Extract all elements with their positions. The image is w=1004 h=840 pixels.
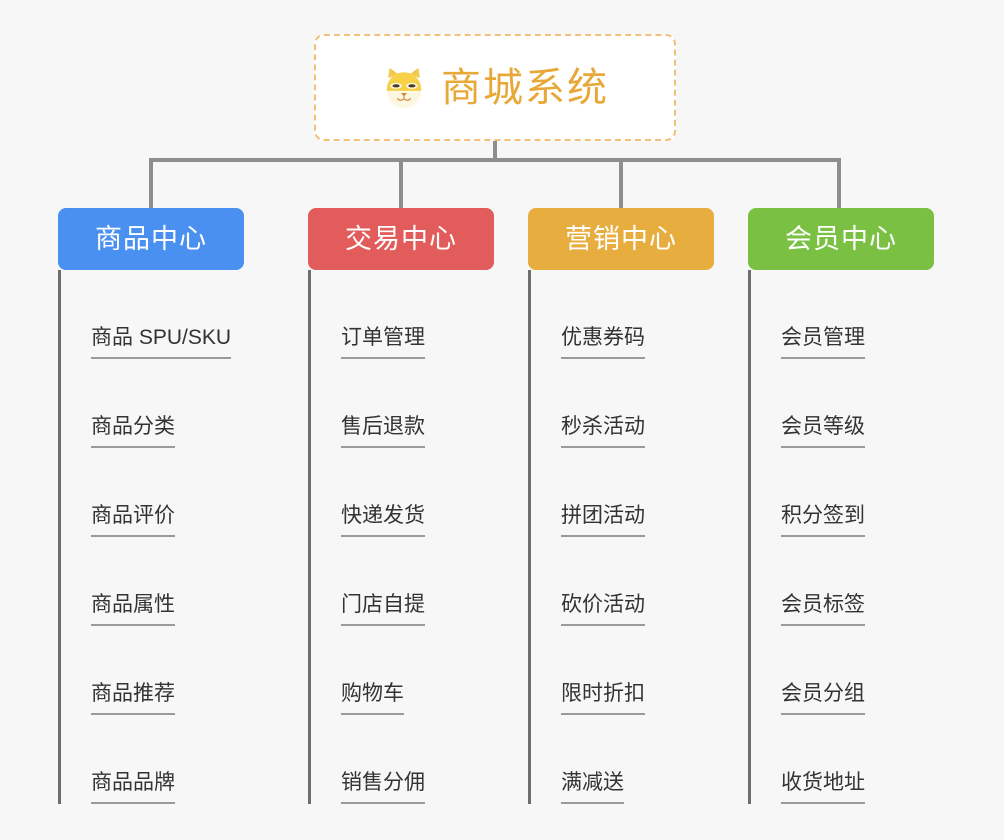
root-node-shop-system[interactable]: 商城系统 <box>314 34 676 141</box>
item-label: 砍价活动 <box>561 594 645 626</box>
item-list-member-center: 会员管理 会员等级 积分签到 会员标签 会员分组 收货地址 <box>748 270 934 804</box>
category-box-product-center[interactable]: 商品中心 <box>58 208 244 270</box>
item-label: 商品推荐 <box>91 683 175 715</box>
item-label: 订单管理 <box>341 327 425 359</box>
list-item[interactable]: 商品属性 <box>61 537 244 626</box>
category-box-marketing-center[interactable]: 营销中心 <box>528 208 714 270</box>
list-item[interactable]: 订单管理 <box>311 270 494 359</box>
list-item[interactable]: 会员分组 <box>751 626 934 715</box>
item-label: 会员分组 <box>781 683 865 715</box>
list-item[interactable]: 快递发货 <box>311 448 494 537</box>
connector-horizontal-bar <box>149 158 841 162</box>
item-label: 快递发货 <box>341 505 425 537</box>
branch-column-product-center: 商品中心 商品 SPU/SKU 商品分类 商品评价 商品属性 商品推荐 商品品牌 <box>58 208 244 804</box>
list-item[interactable]: 门店自提 <box>311 537 494 626</box>
item-label: 拼团活动 <box>561 505 645 537</box>
item-label: 满减送 <box>561 772 624 804</box>
connector-drop-4 <box>837 158 841 210</box>
category-box-member-center[interactable]: 会员中心 <box>748 208 934 270</box>
item-label: 会员标签 <box>781 594 865 626</box>
item-label: 售后退款 <box>341 416 425 448</box>
branch-column-trade-center: 交易中心 订单管理 售后退款 快递发货 门店自提 购物车 销售分佣 <box>308 208 494 804</box>
list-item[interactable]: 砍价活动 <box>531 537 714 626</box>
connector-drop-1 <box>149 158 153 210</box>
shiba-dog-face-icon <box>381 65 427 111</box>
item-list-marketing-center: 优惠券码 秒杀活动 拼团活动 砍价活动 限时折扣 满减送 <box>528 270 714 804</box>
item-label: 商品属性 <box>91 594 175 626</box>
list-item[interactable]: 会员管理 <box>751 270 934 359</box>
item-label: 秒杀活动 <box>561 416 645 448</box>
item-label: 门店自提 <box>341 594 425 626</box>
item-label: 积分签到 <box>781 505 865 537</box>
list-item[interactable]: 积分签到 <box>751 448 934 537</box>
item-label: 商品品牌 <box>91 772 175 804</box>
branch-column-member-center: 会员中心 会员管理 会员等级 积分签到 会员标签 会员分组 收货地址 <box>748 208 934 804</box>
list-item[interactable]: 收货地址 <box>751 715 934 804</box>
item-label: 限时折扣 <box>561 683 645 715</box>
category-box-trade-center[interactable]: 交易中心 <box>308 208 494 270</box>
list-item[interactable]: 商品品牌 <box>61 715 244 804</box>
root-title: 商城系统 <box>441 65 609 110</box>
category-label: 交易中心 <box>345 223 457 254</box>
item-label: 购物车 <box>341 683 404 715</box>
list-item[interactable]: 售后退款 <box>311 359 494 448</box>
list-item[interactable]: 会员等级 <box>751 359 934 448</box>
category-label: 营销中心 <box>565 223 677 254</box>
list-item[interactable]: 销售分佣 <box>311 715 494 804</box>
list-item[interactable]: 限时折扣 <box>531 626 714 715</box>
item-list-product-center: 商品 SPU/SKU 商品分类 商品评价 商品属性 商品推荐 商品品牌 <box>58 270 244 804</box>
branch-column-marketing-center: 营销中心 优惠券码 秒杀活动 拼团活动 砍价活动 限时折扣 满减送 <box>528 208 714 804</box>
item-label: 会员管理 <box>781 327 865 359</box>
connector-drop-2 <box>399 158 403 210</box>
list-item[interactable]: 拼团活动 <box>531 448 714 537</box>
list-item[interactable]: 商品评价 <box>61 448 244 537</box>
item-list-trade-center: 订单管理 售后退款 快递发货 门店自提 购物车 销售分佣 <box>308 270 494 804</box>
list-item[interactable]: 商品推荐 <box>61 626 244 715</box>
category-label: 会员中心 <box>785 223 897 254</box>
list-item[interactable]: 商品 SPU/SKU <box>61 270 244 359</box>
list-item[interactable]: 会员标签 <box>751 537 934 626</box>
list-item[interactable]: 商品分类 <box>61 359 244 448</box>
connector-drop-3 <box>619 158 623 210</box>
item-label: 收货地址 <box>781 772 865 804</box>
list-item[interactable]: 优惠券码 <box>531 270 714 359</box>
item-label: 商品分类 <box>91 416 175 448</box>
list-item[interactable]: 购物车 <box>311 626 494 715</box>
item-label: 商品 SPU/SKU <box>91 327 232 359</box>
item-label: 商品评价 <box>91 505 175 537</box>
list-item[interactable]: 秒杀活动 <box>531 359 714 448</box>
connector-root-stem <box>493 141 497 162</box>
category-label: 商品中心 <box>95 223 207 254</box>
item-label: 会员等级 <box>781 416 865 448</box>
item-label: 优惠券码 <box>561 327 645 359</box>
item-label: 销售分佣 <box>341 772 425 804</box>
list-item[interactable]: 满减送 <box>531 715 714 804</box>
